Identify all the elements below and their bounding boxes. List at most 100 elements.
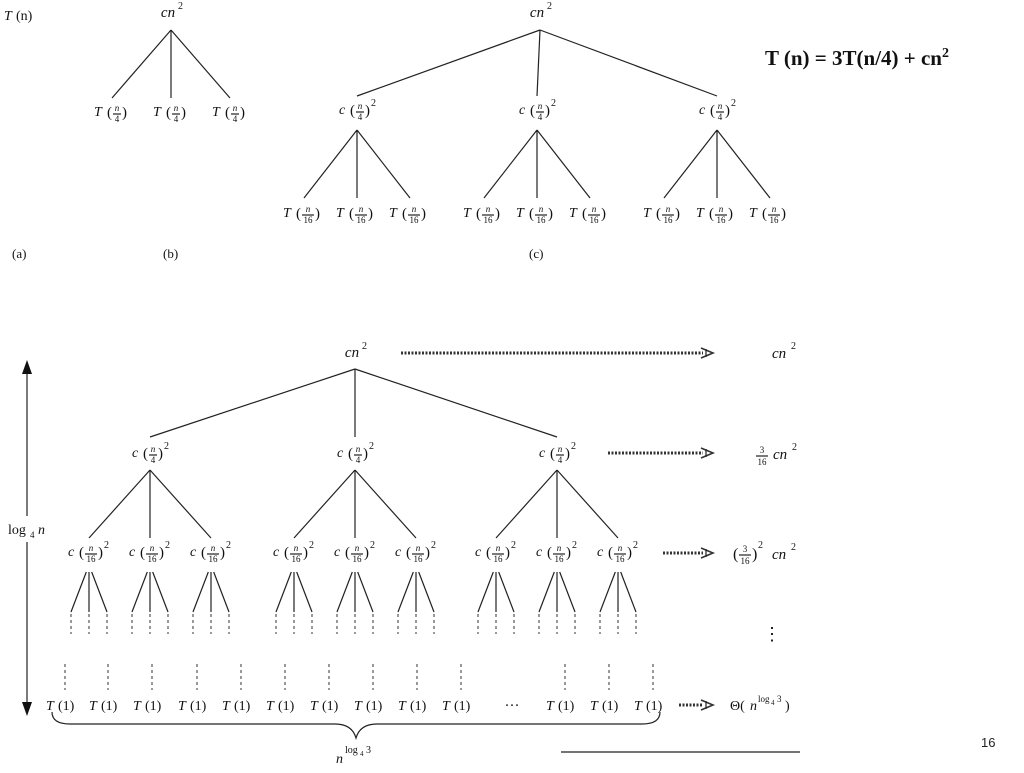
- tree-c-n16-2-0-lparen: (: [486, 545, 491, 561]
- panel-b-T-n4-2-lparen: (: [225, 105, 230, 121]
- panel-c-subedge-0-2: [356, 129, 411, 199]
- panel-b-T-n4-2-num: n: [233, 103, 238, 113]
- leaf-count-exp-tail: 3: [366, 745, 371, 756]
- tree-c-n4-0: c(n4)2: [132, 441, 169, 465]
- panel-c-c-n4-0: c(n4)2: [339, 98, 376, 122]
- cost-vdots: ⋮: [763, 624, 781, 644]
- panel-c-c-n4-2-den: 4: [718, 112, 723, 122]
- tree-c-n4-1-exp: 2: [369, 441, 374, 452]
- tree-c-n16-2-0-num: n: [496, 543, 501, 553]
- tree-c-n16-1-1: c(n16)2: [334, 540, 375, 564]
- tree-c-n16-1-2-den: 16: [414, 554, 424, 564]
- panel-c-T-n16-2-2: T(n16): [749, 204, 786, 225]
- tree-leafedge-2-1-2: [559, 571, 576, 613]
- panel-c-T-n16-2-1: T(n16): [696, 204, 733, 225]
- tree-leaf-T1-1-T: T: [89, 699, 98, 714]
- tree-leaf-T1-4: T(1): [222, 699, 251, 714]
- cost-level1-num: 3: [760, 445, 765, 455]
- tree-c-n16-2-1-num: n: [557, 543, 562, 553]
- panel-c-T-n16-2-1-head: T: [696, 206, 705, 221]
- tree-leaf-T1-0-arg: (1): [58, 699, 75, 714]
- tree-c-n16-1-0-den: 16: [292, 554, 302, 564]
- height-label-log: log: [8, 523, 26, 538]
- tree-leafedge-2-2-0: [599, 571, 616, 613]
- tree-c-n4-0-head: c: [132, 446, 139, 461]
- cost-level2-lparen: (: [733, 546, 738, 563]
- panel-c-T-n16-1-2-lparen: (: [582, 206, 587, 222]
- panel-c-c-n4-0-head: c: [339, 103, 346, 118]
- panel-c-T-n16-2-0-num: n: [666, 204, 671, 214]
- tree-c-n16-0-1-den: 16: [148, 554, 158, 564]
- tree-leaf-T1-9: T(1): [442, 699, 471, 714]
- tree-leaf-T1-0-T: T: [46, 699, 55, 714]
- tree-c-n16-0-1-lparen: (: [140, 545, 145, 561]
- tree-c-n16-0-0-den: 16: [87, 554, 97, 564]
- tree-c-n16-2-0-den: 16: [494, 554, 504, 564]
- panel-b-T-n4-2: T(n4): [212, 103, 245, 124]
- panel-c-c-n4-0-lparen: (: [350, 103, 355, 119]
- panel-c-subedge-1-2: [536, 129, 591, 199]
- panel-c-edge-0: [356, 29, 541, 97]
- cost-arrow-2-head: [700, 547, 716, 559]
- tree-subedge-1-2: [354, 469, 417, 539]
- panel-c-c-n4-1-den: 4: [538, 112, 543, 122]
- tree-leafedge-0-2-0: [192, 571, 209, 613]
- tree-c-n16-1-2-head: c: [395, 545, 402, 560]
- panel-c-T-n16-0-2-rparen: ): [421, 206, 426, 222]
- cost-arrow-0: [401, 347, 716, 359]
- tree-c-n16-2-2-lparen: (: [608, 545, 613, 561]
- panel-c-T-n16-0-2: T(n16): [389, 204, 426, 225]
- tree-leafedge-0-1-0: [131, 571, 148, 613]
- cost-leaves-close: ): [785, 699, 790, 714]
- tree-leaf-T1-6: T(1): [310, 699, 339, 714]
- page-number: 16: [981, 735, 996, 750]
- tree-leaf-T1-10-T: T: [546, 699, 555, 714]
- tree-c-n16-1-1-exp: 2: [370, 540, 375, 551]
- tree-leafedge-0-0-2: [91, 571, 108, 613]
- tree-leafedge-2-2-2: [620, 571, 637, 613]
- panel-c-T-n16-0-1: T(n16): [336, 204, 373, 225]
- panel-c-T-n16-2-2-num: n: [772, 204, 777, 214]
- panel-c-c-n4-0-num: n: [358, 101, 363, 111]
- tree-c-n16-0-0-num: n: [89, 543, 94, 553]
- panel-c-T-n16-1-1-lparen: (: [529, 206, 534, 222]
- tree-leaf-ellipsis: ···: [505, 698, 520, 714]
- tree-leafedge-2-0-2: [498, 571, 515, 613]
- cost-arrow-leaves: [679, 699, 716, 711]
- tree-c-n16-2-2-rparen: ): [627, 545, 632, 561]
- cost-level2-den: 16: [741, 556, 751, 566]
- tree-leaf-T1-12: T(1): [634, 699, 663, 714]
- tree-c-n16-1-2-rparen: ): [425, 545, 430, 561]
- tree-c-n16-2-0-exp: 2: [511, 540, 516, 551]
- tree-c-n16-1-0-rparen: ): [303, 545, 308, 561]
- tree-c-n16-1-2: c(n16)2: [395, 540, 436, 564]
- panel-c-T-n16-2-1-lparen: (: [709, 206, 714, 222]
- panel-c-T-n16-0-2-lparen: (: [402, 206, 407, 222]
- tree-leaf-T1-2-T: T: [133, 699, 142, 714]
- tree-c-n4-2: c(n4)2: [539, 441, 576, 465]
- panel-c-T-n16-1-1: T(n16): [516, 204, 553, 225]
- leaf-count-exp-sub: 4: [360, 750, 364, 758]
- panel-b-T-n4-0-num: n: [115, 103, 120, 113]
- tree-c-n16-0-0-exp: 2: [104, 540, 109, 551]
- tree-c-n16-2-1-head: c: [536, 545, 543, 560]
- panel-c-T-n16-2-1-rparen: ): [728, 206, 733, 222]
- tree-c-n16-0-2-exp: 2: [226, 540, 231, 551]
- panel-c-T-n16-0-1-head: T: [336, 206, 345, 221]
- tree-c-n16-0-0-lparen: (: [79, 545, 84, 561]
- tree-edge-2: [354, 368, 558, 438]
- tree-c-n16-1-0: c(n16)2: [273, 540, 314, 564]
- panel-c-caption: (c): [529, 246, 543, 261]
- tree-leaf-T1-10: T(1): [546, 699, 575, 714]
- tree-leaf-T1-5-T: T: [266, 699, 275, 714]
- tree-c-n4-2-lparen: (: [550, 446, 555, 462]
- cost-level0-exp: 2: [791, 341, 796, 352]
- panel-c-edge-1: [536, 29, 541, 97]
- panel-c-root-text: cn: [530, 5, 544, 21]
- panel-c-T-n16-0-2-num: n: [412, 204, 417, 214]
- tree-c-n4-0-den: 4: [151, 455, 156, 465]
- panel-b-T-n4-1-num: n: [174, 103, 179, 113]
